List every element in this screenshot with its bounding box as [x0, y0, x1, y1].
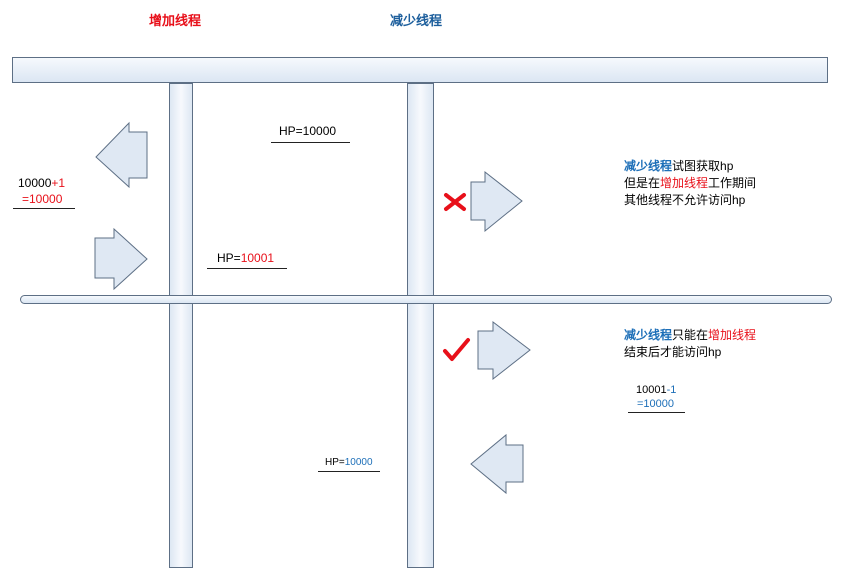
phase-divider — [20, 295, 832, 304]
increment-calc-line: 10000+1 — [18, 176, 65, 190]
increment-underline — [13, 208, 75, 209]
decrement-base: 10001 — [636, 384, 667, 396]
increment-op: +1 — [51, 176, 66, 190]
note-allowed-line2: 结束后才能访问hp — [624, 345, 722, 359]
hp-after-decrease-underline — [318, 471, 380, 472]
note-blocked: 减少线程试图获取hp 但是在增加线程工作期间 其他线程不允许访问hp — [624, 158, 756, 209]
hp-after-increase: HP=10001 — [217, 251, 274, 265]
cross-icon — [444, 193, 466, 211]
note-allowed-line1: 减少线程只能在增加线程 — [624, 327, 756, 344]
increment-base: 10000 — [18, 176, 52, 190]
note-blocked-l1-rest: 试图获取hp — [672, 159, 734, 173]
hp-after-decrease: HP=10000 — [325, 457, 373, 468]
increase-thread-lane — [169, 83, 193, 568]
note-blocked-thread: 减少线程 — [624, 159, 673, 173]
decrease-thread-title: 减少线程 — [390, 13, 443, 28]
check-icon — [443, 338, 470, 361]
note-allowed-l1-thread: 增加线程 — [708, 328, 757, 342]
hp-initial-value: HP=10000 — [279, 124, 337, 138]
left-arrow-icon — [95, 121, 148, 189]
hp-initial-underline — [271, 142, 350, 143]
note-blocked-l2-thread: 增加线程 — [660, 176, 709, 190]
note-blocked-line3: 其他线程不允许访问hp — [624, 193, 746, 207]
note-blocked-line2: 但是在增加线程工作期间 — [624, 175, 756, 192]
decrement-underline — [628, 412, 685, 413]
increase-thread-title: 增加线程 — [149, 13, 202, 28]
hp-bottom-prefix: HP= — [325, 457, 345, 468]
note-allowed-l1-mid: 只能在 — [672, 328, 709, 342]
right-arrow-icon — [477, 320, 531, 381]
hp-bottom-value: 10000 — [344, 457, 373, 468]
decrement-op: -1 — [666, 384, 677, 396]
hp-mid-value: 10001 — [240, 251, 275, 265]
decrease-thread-lane — [407, 83, 434, 568]
hp-mid-prefix: HP= — [217, 251, 241, 265]
note-blocked-l2-pre: 但是在 — [624, 176, 661, 190]
note-blocked-line1: 减少线程试图获取hp — [624, 158, 756, 175]
note-blocked-l2-post: 工作期间 — [708, 176, 757, 190]
right-arrow-icon — [470, 170, 523, 233]
right-arrow-icon — [94, 227, 148, 291]
increment-result: =10000 — [22, 192, 63, 206]
note-allowed: 减少线程只能在增加线程 结束后才能访问hp — [624, 327, 756, 361]
decrement-result: =10000 — [637, 398, 675, 410]
shared-resource-bar — [12, 57, 828, 83]
note-allowed-thread: 减少线程 — [624, 328, 673, 342]
decrement-calc-line: 10001-1 — [636, 384, 676, 396]
left-arrow-icon — [470, 433, 524, 495]
hp-after-increase-underline — [207, 268, 287, 269]
